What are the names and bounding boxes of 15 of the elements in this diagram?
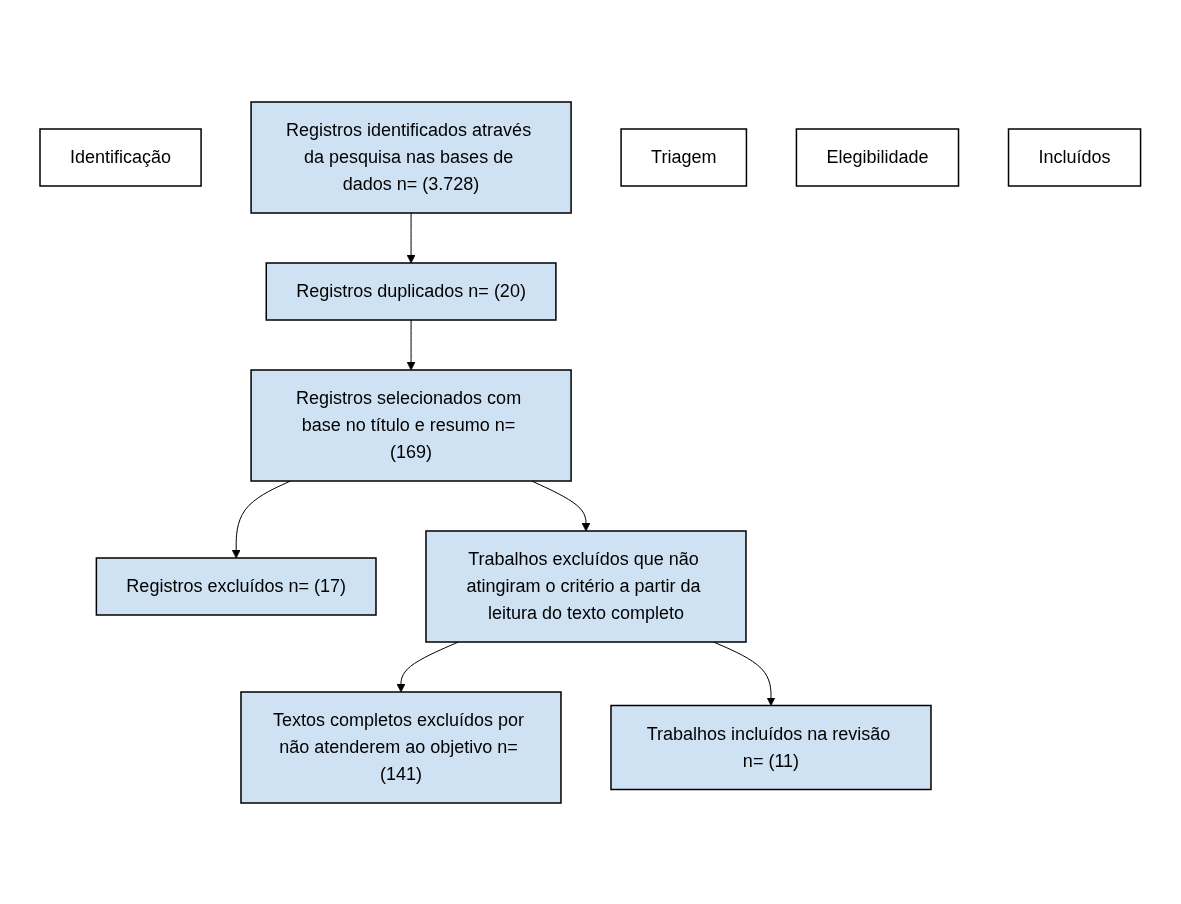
node-box: Elegibilidade — [795, 127, 960, 187]
node-box: Registros duplicados n= (20) — [265, 261, 557, 321]
arrow — [406, 319, 416, 370]
node-box: Incluídos — [1008, 127, 1142, 187]
node-box: Registros selecionados com base no título e resumo n= (169) — [250, 368, 573, 482]
node-box: Triagem — [620, 127, 748, 187]
node-box: Textos completos excluídos por não atenderem ao objetivo n= (141) — [240, 690, 562, 804]
node-box: Trabalhos excluídos que não atingiram o critério a partir da leitura do texto completo — [425, 529, 747, 643]
arrow — [713, 641, 776, 706]
node-box: Registros excluídos n= (17) — [95, 556, 377, 616]
arrow — [406, 212, 416, 263]
node-box: Identificação — [39, 127, 203, 187]
node-box: Trabalhos incluídos na revisão n= (11) — [610, 704, 932, 790]
arrow — [531, 480, 591, 531]
node-box: Registros identificados através da pesquisa nas bases de dados n= (3.728) — [250, 100, 573, 214]
